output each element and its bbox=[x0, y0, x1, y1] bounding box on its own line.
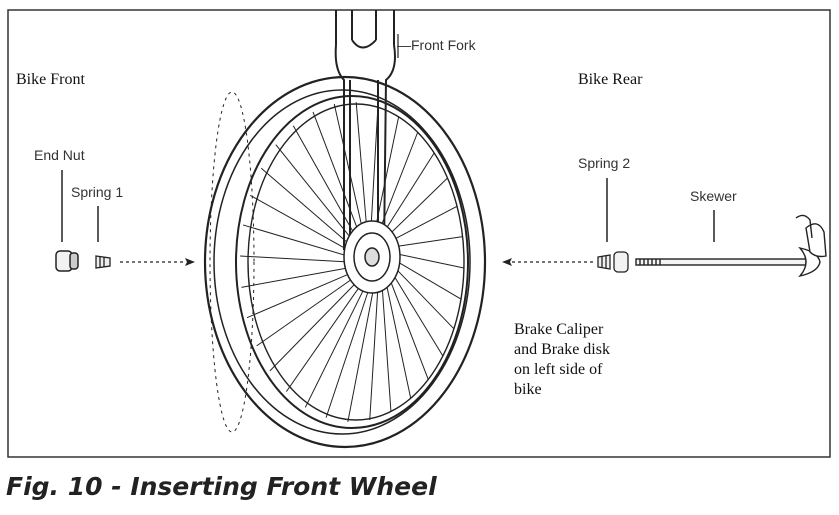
skewer-label: Skewer bbox=[690, 188, 737, 204]
wheel-drawing bbox=[203, 75, 487, 449]
wheel-spoke bbox=[256, 270, 364, 347]
brake-note-line-2: and Brake disk bbox=[514, 341, 610, 358]
brake-note-line-3: on left side of bbox=[514, 361, 603, 378]
wheel-spoke bbox=[304, 274, 372, 408]
brake-disk-drawing bbox=[343, 220, 401, 294]
wheel-spoke bbox=[372, 116, 400, 240]
wheel-spoke bbox=[375, 132, 419, 240]
spring-2-label: Spring 2 bbox=[578, 155, 630, 171]
spring-1-drawing bbox=[95, 255, 111, 269]
wheel-spoke bbox=[355, 102, 369, 240]
dashed-arrow-left bbox=[120, 258, 195, 266]
wheel-spoke bbox=[242, 224, 359, 260]
wheel-spoke bbox=[260, 167, 359, 253]
wheel-spoke bbox=[246, 268, 362, 319]
brake-note-line-4: bike bbox=[514, 381, 542, 398]
wheel-spoke bbox=[325, 274, 375, 418]
wheel-spoke bbox=[249, 194, 359, 256]
figure-caption: Fig. 10 - Inserting Front Wheel bbox=[6, 472, 437, 501]
end-nut-drawing bbox=[55, 250, 79, 272]
brake-note-line-1: Brake Caliper bbox=[514, 321, 604, 338]
wheel-spoke bbox=[347, 274, 377, 422]
bike-front-label: Bike Front bbox=[16, 71, 85, 88]
wheel-spoke bbox=[312, 111, 364, 244]
end-nut-label: End Nut bbox=[34, 147, 85, 163]
wheel-spoke bbox=[382, 268, 412, 399]
wheel-spoke bbox=[383, 265, 429, 380]
wheel-spoke bbox=[333, 103, 366, 242]
skewer-drawing bbox=[635, 214, 827, 278]
diagram-frame bbox=[7, 9, 831, 458]
dashed-arrow-right bbox=[502, 258, 596, 266]
spring-2-drawing bbox=[597, 251, 629, 273]
wheel-spoke bbox=[269, 272, 366, 372]
wheel-spoke bbox=[285, 274, 369, 392]
spring-1-label: Spring 1 bbox=[71, 184, 123, 200]
wheel-spoke bbox=[241, 265, 360, 288]
front-fork-label: —Front Fork bbox=[397, 37, 477, 53]
wheel-spokes bbox=[240, 102, 465, 422]
wheel-spoke bbox=[369, 272, 380, 421]
wheel-spoke bbox=[369, 106, 379, 240]
wheel-spoke bbox=[292, 125, 362, 247]
wheel-spoke bbox=[240, 255, 359, 264]
wheel-spoke bbox=[275, 144, 360, 250]
bike-rear-label: Bike Rear bbox=[578, 71, 643, 88]
wheel-spoke bbox=[380, 270, 392, 413]
